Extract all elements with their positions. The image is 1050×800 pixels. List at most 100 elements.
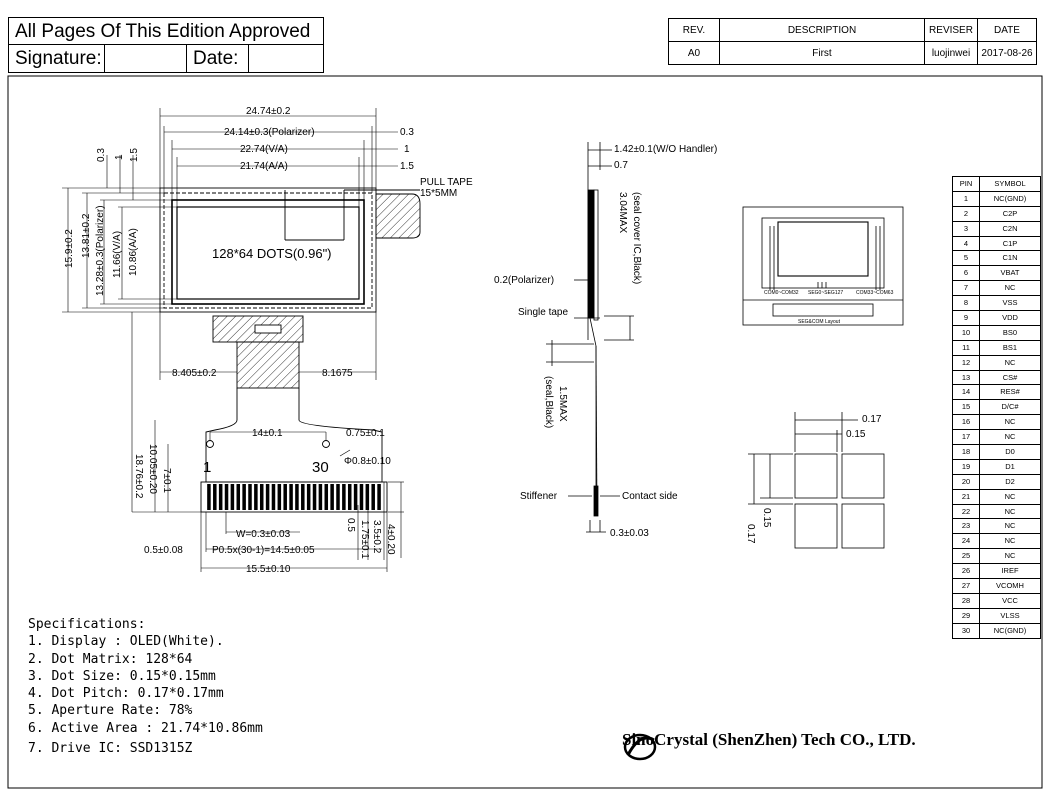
pin-last-label: 30: [312, 459, 329, 476]
pin-symbol: C1N: [979, 250, 1041, 267]
dim-finger-3-5: 3.5±0.2: [371, 520, 382, 554]
pin-number: 8: [952, 295, 980, 312]
pin-symbol: BS0: [979, 324, 1041, 341]
pin-number: 10: [952, 324, 980, 341]
side-contact: Contact side: [622, 491, 678, 502]
side-seal-top: 3.04MAX: [617, 192, 628, 233]
front-view-labels: 24.74±0.2 24.14±0.3(Polarizer) 0.3 22.74…: [64, 106, 473, 575]
dim-aa-height: 10.86(A/A): [128, 228, 139, 276]
dim-finger-0-5: 0.5: [345, 518, 356, 532]
spec-item: 7. Drive IC: SSD1315Z: [28, 741, 193, 757]
pin-symbol: D/C#: [979, 399, 1041, 416]
pin-number: 22: [952, 503, 980, 520]
dim-hole-offset: 0.75±0.1: [346, 428, 385, 439]
dim-0-3-top: 0.3: [400, 127, 414, 138]
pin-symbol: D2: [979, 473, 1041, 490]
contact-finger: [336, 484, 340, 510]
pin-number: 3: [952, 220, 980, 237]
pin-symbol: VLSS: [979, 607, 1041, 624]
reviser-cell: luojinwei: [924, 41, 978, 65]
seg-com-layout: [742, 206, 904, 326]
contact-finger: [248, 484, 252, 510]
dot-pitch-x: 0.17: [862, 414, 882, 425]
contact-finger: [259, 484, 264, 510]
pin-number: 20: [952, 473, 980, 490]
pin-symbol: NC: [979, 533, 1041, 550]
pull-tape-size: 15*5MM: [420, 188, 457, 199]
contact-finger: [306, 484, 311, 510]
drawing-frame: [7, 75, 1043, 789]
date-header: DATE: [977, 18, 1037, 42]
contact-finger: [312, 484, 317, 510]
dim-polarizer-width: 24.14±0.3(Polarizer): [224, 127, 315, 138]
layout-caption: SEG&COM Layout: [798, 319, 841, 325]
dim-1-5-top: 1.5: [400, 161, 414, 172]
dim-fpc-right: 8.1675: [322, 368, 353, 379]
dot-detail: [748, 412, 885, 549]
pin-number: 12: [952, 354, 980, 371]
contact-finger: [207, 484, 211, 510]
dim-left-0-3: 0.3: [96, 148, 107, 162]
dim-left-1: 1: [114, 154, 125, 160]
contact-finger: [342, 484, 346, 510]
contact-finger: [371, 484, 375, 510]
spec-item: 6. Active Area : 21.74*10.86mm: [28, 720, 263, 736]
spec-item: 4. Dot Pitch: 0.17*0.17mm: [28, 686, 224, 702]
contact-fingers: [207, 484, 381, 510]
side-thickness: 0.3±0.03: [610, 528, 649, 539]
contact-finger: [330, 484, 334, 510]
spec-item: 2. Dot Matrix: 128*64: [28, 651, 193, 667]
contact-finger: [236, 484, 241, 510]
front-dimension-lines: [62, 108, 404, 572]
side-single-tape: Single tape: [518, 307, 568, 318]
alignment-hole-left: [206, 440, 214, 448]
contact-finger: [295, 484, 299, 510]
pin-number: 18: [952, 444, 980, 460]
contact-finger: [230, 484, 235, 510]
pin-first-label: 1: [203, 459, 211, 476]
polarizer-outline: [163, 192, 373, 309]
dots-label: 128*64 DOTS(0.96"): [212, 246, 332, 261]
pin-number: 16: [952, 414, 980, 431]
approval-box: All Pages Of This Edition Approved Signa…: [8, 17, 324, 73]
pin-symbol: NC: [979, 488, 1041, 505]
side-stiffener: Stiffener: [520, 491, 558, 502]
pin-number: 15: [952, 399, 980, 416]
pin-symbol: VCOMH: [979, 578, 1041, 594]
pin-symbol: VDD: [979, 310, 1041, 326]
dim-va-width: 22.74(V/A): [240, 144, 288, 155]
contact-finger: [224, 484, 229, 510]
dot-size-y: 0.15: [761, 508, 772, 528]
pin-number: 11: [952, 339, 980, 356]
contact-finger: [271, 484, 276, 510]
pin-symbol: CS#: [979, 369, 1041, 386]
pin-number: 25: [952, 548, 980, 565]
company-logo: [623, 733, 657, 761]
contact-finger: [301, 484, 305, 510]
pin-number: 6: [952, 265, 980, 282]
pin-symbol: BS1: [979, 339, 1041, 356]
pin-symbol: IREF: [979, 563, 1041, 580]
dot-pitch-y: 0.17: [745, 524, 756, 544]
dim-va-height: 11.66(V/A): [112, 231, 123, 278]
side-polarizer: 0.2(Polarizer): [494, 275, 554, 286]
dim-pin-width: W=0.3±0.03: [236, 529, 291, 540]
dim-pin-pitch: P0.5x(30-1)=14.5±0.05: [212, 545, 315, 556]
contact-finger: [347, 484, 352, 510]
pin-symbol: NC: [979, 354, 1041, 371]
